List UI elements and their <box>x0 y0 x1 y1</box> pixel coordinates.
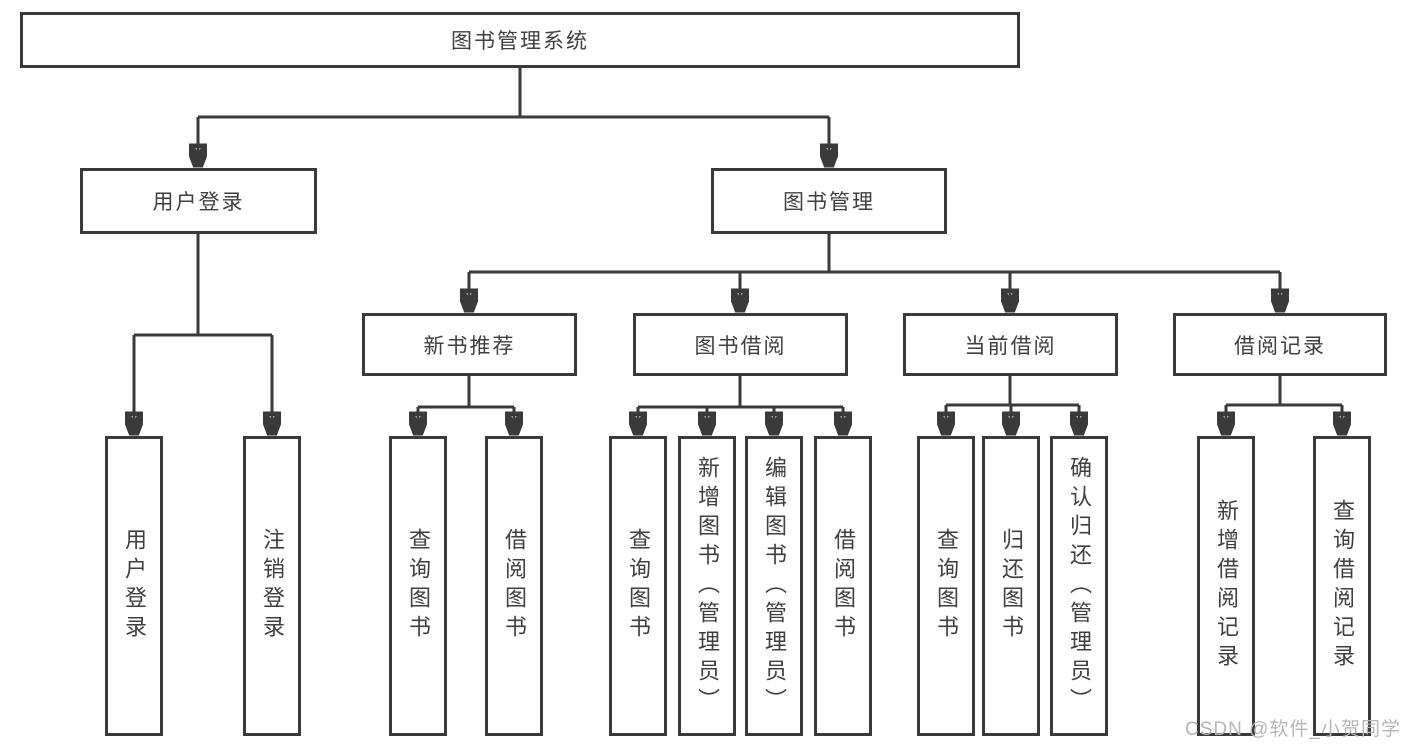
leaf-user-login: 用户登录 <box>105 436 163 736</box>
leaf-label: 查询图书 <box>406 528 431 644</box>
leaf-query-books-borrow: 查询图书 <box>609 436 667 736</box>
leaf-logout: 注销登录 <box>243 436 301 736</box>
leaf-query-borrow-record: 查询借阅记录 <box>1313 436 1371 736</box>
node-label: 图书借阅 <box>694 334 787 358</box>
leaf-query-books-current: 查询图书 <box>917 436 975 736</box>
node-label: 借阅记录 <box>1234 334 1326 358</box>
node-book-borrow: 图书借阅 <box>633 313 848 376</box>
leaf-label: 查询借阅记录 <box>1330 499 1355 673</box>
leaf-label: 借阅图书 <box>831 528 856 644</box>
leaf-confirm-return-admin: 确认归还（管理员） <box>1050 436 1108 736</box>
node-book-management: 图书管理 <box>711 168 947 234</box>
leaf-add-books-admin: 新增图书（管理员） <box>678 436 736 736</box>
leaf-label: 编辑图书（管理员） <box>762 455 787 717</box>
node-label: 图书管理系统 <box>451 30 589 53</box>
leaf-label: 归还图书 <box>999 528 1024 644</box>
leaf-return-books: 归还图书 <box>982 436 1040 736</box>
leaf-label: 注销登录 <box>260 528 285 644</box>
leaf-label: 借阅图书 <box>502 528 527 644</box>
node-label: 新书推荐 <box>423 334 516 358</box>
node-label: 当前借阅 <box>964 334 1057 358</box>
leaf-label: 查询图书 <box>934 528 959 644</box>
leaf-label: 查询图书 <box>626 528 651 644</box>
watermark: CSDN @软件_小贺同学 <box>1185 719 1401 740</box>
leaf-borrow-books: 借阅图书 <box>814 436 872 736</box>
node-library-management-system: 图书管理系统 <box>20 12 1020 68</box>
leaf-edit-books-admin: 编辑图书（管理员） <box>745 436 803 736</box>
node-current-borrow: 当前借阅 <box>903 313 1118 376</box>
node-label: 用户登录 <box>152 191 245 214</box>
node-label: 图书管理 <box>783 191 875 214</box>
node-borrow-records: 借阅记录 <box>1173 313 1387 376</box>
leaf-label: 新增借阅记录 <box>1214 499 1239 673</box>
leaf-borrow-books-recommend: 借阅图书 <box>485 436 543 736</box>
node-new-book-recommend: 新书推荐 <box>362 313 577 376</box>
leaf-query-books-recommend: 查询图书 <box>389 436 447 736</box>
leaf-label: 新增图书（管理员） <box>695 455 720 717</box>
node-user-login: 用户登录 <box>80 168 317 234</box>
leaf-add-borrow-record: 新增借阅记录 <box>1197 436 1255 736</box>
leaf-label: 用户登录 <box>122 528 147 644</box>
leaf-label: 确认归还（管理员） <box>1067 455 1092 717</box>
